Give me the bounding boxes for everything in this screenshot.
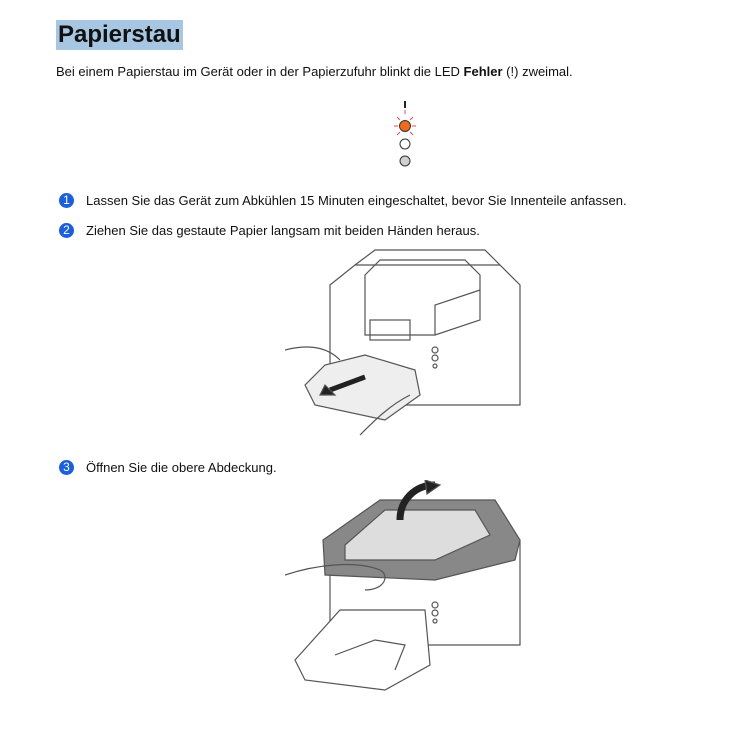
intro-before: Bei einem Papierstau im Gerät oder in de…: [56, 64, 464, 79]
step-number-1: 1: [59, 193, 74, 208]
intro-symbol: (!): [502, 64, 523, 79]
printer-paper-removal-illustration: [285, 249, 521, 436]
step-text-2: Ziehen Sie das gestaute Papier langsam m…: [86, 223, 480, 238]
printer-open-cover-illustration: [285, 480, 521, 691]
step-text-1: Lassen Sie das Gerät zum Abkühlen 15 Min…: [86, 193, 627, 208]
led-indicator-icon: [394, 101, 416, 167]
intro-after: zweimal.: [522, 64, 573, 79]
step-number-2: 2: [59, 223, 74, 238]
step-text-3: Öffnen Sie die obere Abdeckung.: [86, 460, 277, 475]
intro-text: Bei einem Papierstau im Gerät oder in de…: [56, 64, 573, 79]
step-number-3: 3: [59, 460, 74, 475]
page-title: Papierstau: [56, 20, 183, 50]
intro-bold: Fehler: [463, 64, 503, 79]
